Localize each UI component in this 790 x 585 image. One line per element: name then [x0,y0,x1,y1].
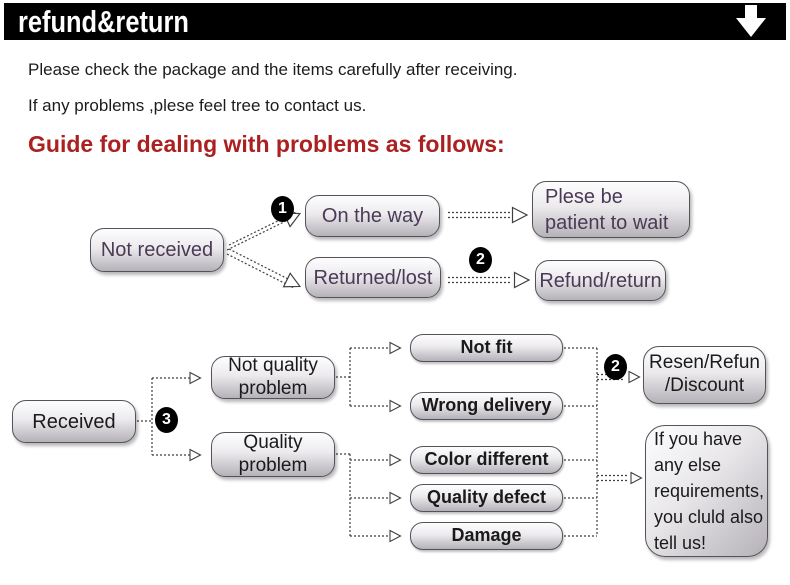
node-other-requirements: If you have any else requirements, you c… [645,425,768,557]
node-returned-lost: Returned/lost [305,257,441,298]
badge-2: 2 [469,247,492,273]
badge-1: 1 [271,196,294,222]
guide-heading: Guide for dealing with problems as follo… [28,131,505,157]
badge-3: 3 [155,407,178,433]
node-quality-defect: Quality defect [410,484,563,512]
node-quality-problem: Quality problem [211,432,335,477]
banner-title: refund&return [18,4,189,39]
node-received: Received [12,400,136,443]
badge-2b: 2 [604,354,627,380]
node-not-quality-problem: Not quality problem [211,355,335,399]
node-patient-wait: Plese be patient to wait [532,181,690,238]
down-arrow-icon [736,5,766,37]
node-not-received: Not received [90,228,224,272]
node-wrong-delivery: Wrong delivery [410,392,563,420]
banner: refund&return [4,3,786,40]
node-resend-refund-discount: Resen/Refun /Discount [643,346,766,404]
node-color-different: Color different [410,446,563,474]
node-on-the-way: On the way [305,195,440,237]
intro-line-2: If any problems ,plese feel tree to cont… [28,96,367,115]
node-damage: Damage [410,522,563,550]
node-not-fit: Not fit [410,334,563,362]
intro-line-1: Please check the package and the items c… [28,60,518,79]
node-refund-return: Refund/return [535,260,666,301]
